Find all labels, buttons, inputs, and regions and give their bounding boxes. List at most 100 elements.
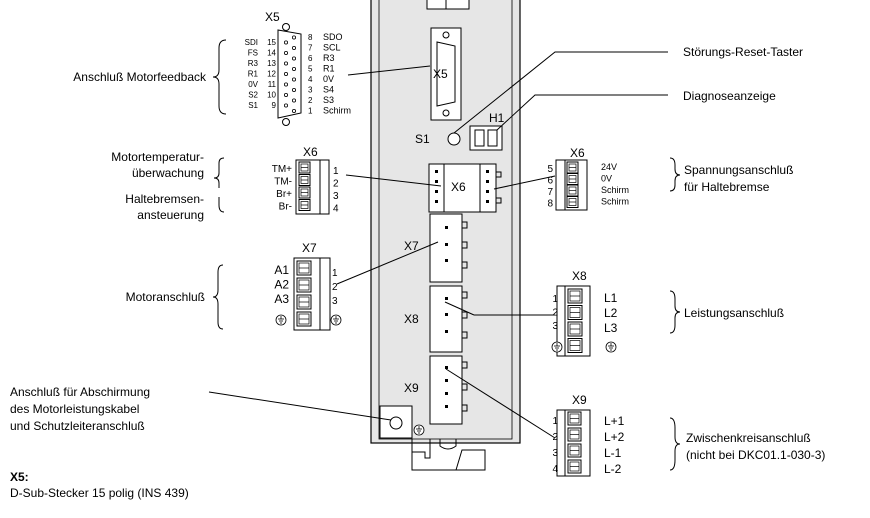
- x5-right-pin-number: 1: [308, 107, 313, 116]
- top-connector: [426, 0, 470, 10]
- label-haltebremse-2: ansteuerung: [137, 208, 204, 222]
- x7-pin-number: 1: [332, 268, 338, 279]
- label-spannung-1: Spannungsanschluß: [684, 163, 793, 177]
- reset-and-led: S1 H1: [415, 111, 505, 151]
- x5-pin-hole: [283, 82, 288, 87]
- x5-right-pin-number: 5: [308, 65, 313, 74]
- terminal-screw: [296, 260, 312, 276]
- x6-left-pin-number: 4: [333, 204, 339, 215]
- x5-right-pin-name: SDO: [323, 32, 343, 42]
- label-motortemp-2: überwachung: [132, 166, 204, 180]
- label-abschirm-1: Anschluß für Abschirmung: [10, 385, 150, 399]
- x5-right-pin-name: SCL: [323, 43, 341, 53]
- x5-right-pin-name: S3: [323, 95, 334, 105]
- x5-left-pin-name: SDI: [245, 38, 258, 47]
- label-leistung: Leistungsanschluß: [684, 306, 784, 320]
- x7-pin-name: A1: [274, 263, 289, 277]
- x8-pin-name: L3: [604, 321, 618, 335]
- x5-plug-outline: [277, 29, 302, 119]
- device-s1-label: S1: [415, 132, 430, 146]
- x5-pin-hole: [291, 77, 296, 82]
- x6-left-pin-number: 2: [333, 179, 339, 190]
- reset-button[interactable]: [447, 132, 461, 146]
- x5-left-pin-number: 14: [267, 49, 276, 58]
- x7-title: X7: [302, 241, 317, 255]
- x6-right-title: X6: [570, 146, 585, 160]
- x5-pin-hole: [283, 72, 288, 77]
- label-reset: Störungs-Reset-Taster: [683, 45, 803, 59]
- x7-pin-name: A2: [274, 278, 289, 292]
- leader-lines: [208, 51, 668, 439]
- terminal-screw: [567, 288, 583, 304]
- label-spannung-2: für Haltebremse: [684, 180, 770, 194]
- device-x9: X9: [404, 355, 468, 425]
- terminal-screw: [298, 174, 311, 186]
- x5-pin-hole: [291, 56, 296, 61]
- x6-left-pin-name: Br-: [279, 202, 292, 213]
- terminal-screw: [566, 196, 579, 208]
- x5-right-pin-number: 3: [308, 86, 313, 95]
- x5-pin-hole: [291, 46, 296, 51]
- x5-left-pin-name: 0V: [248, 80, 258, 89]
- x5-pin-hole: [291, 88, 296, 93]
- terminal-screw: [296, 294, 312, 310]
- terminal-screw: [567, 443, 582, 458]
- label-x5-note-title: X5:: [10, 470, 29, 484]
- x6-left-pins: TM+1TM-2Br+3Br-4: [272, 159, 339, 215]
- x7-pin-number: 2: [332, 282, 338, 293]
- x5-right-pin-number: 2: [308, 96, 313, 105]
- x6-right-pin-name: Schirm: [601, 185, 629, 195]
- annotations-left: Anschluß Motorfeedback Motortemperatur- …: [10, 70, 207, 500]
- x5-right-pin-number: 6: [308, 54, 313, 63]
- x5-right-pin-name: S4: [323, 85, 334, 95]
- terminal-screw: [298, 199, 311, 211]
- ground-symbol-icon: [275, 314, 287, 326]
- x7-pin-number: 3: [332, 296, 338, 307]
- x6-left-pin-number: 1: [333, 166, 339, 177]
- terminal-screw: [567, 338, 583, 353]
- x6-right-pin-number: 7: [547, 187, 553, 198]
- label-abschirm-2: des Motorleistungskabel: [10, 402, 139, 416]
- x8-pin-name: L1: [604, 291, 618, 305]
- x6-left-title: X6: [303, 145, 318, 159]
- label-diagnose: Diagnoseanzeige: [683, 89, 776, 103]
- x9-pin-number: 1: [552, 416, 558, 427]
- x8-pin-number: 1: [552, 294, 558, 305]
- x6-left-pin-name: TM+: [272, 164, 292, 175]
- device-x6: X6: [428, 163, 502, 213]
- x8-title: X8: [572, 269, 587, 283]
- x5-right-pin-name: 0V: [323, 74, 334, 84]
- x6-right-pin-name: 0V: [601, 174, 612, 184]
- ground-symbol-icon: [413, 424, 425, 436]
- x5-right-pin-name: R3: [323, 53, 335, 63]
- label-abschirm-3: und Schutzleiteranschluß: [10, 419, 145, 433]
- x5-right-pin-name: Schirm: [323, 106, 351, 116]
- device-x6-label: X6: [451, 180, 466, 194]
- terminal-screw: [567, 305, 583, 320]
- device-x8-label: X8: [404, 312, 419, 326]
- x5-pin-hole: [283, 61, 288, 66]
- x5-pin-hole: [283, 103, 288, 108]
- x9-pin-name: L+2: [604, 430, 625, 444]
- terminal-screw: [566, 161, 579, 174]
- x5-left-pin-number: 15: [267, 38, 276, 47]
- terminal-screw: [567, 321, 583, 337]
- label-motortemp-1: Motortemperatur-: [111, 150, 204, 164]
- x5-left-pin-name: S2: [248, 91, 258, 100]
- x6-right-pin-number: 6: [547, 176, 553, 187]
- x9-pin-number: 2: [552, 432, 558, 443]
- x5-right-pin-number: 7: [308, 44, 313, 53]
- x8-pin-number: 3: [552, 321, 558, 332]
- x9-pin-number: 3: [552, 448, 558, 459]
- x6-left-pin-name: Br+: [276, 189, 292, 200]
